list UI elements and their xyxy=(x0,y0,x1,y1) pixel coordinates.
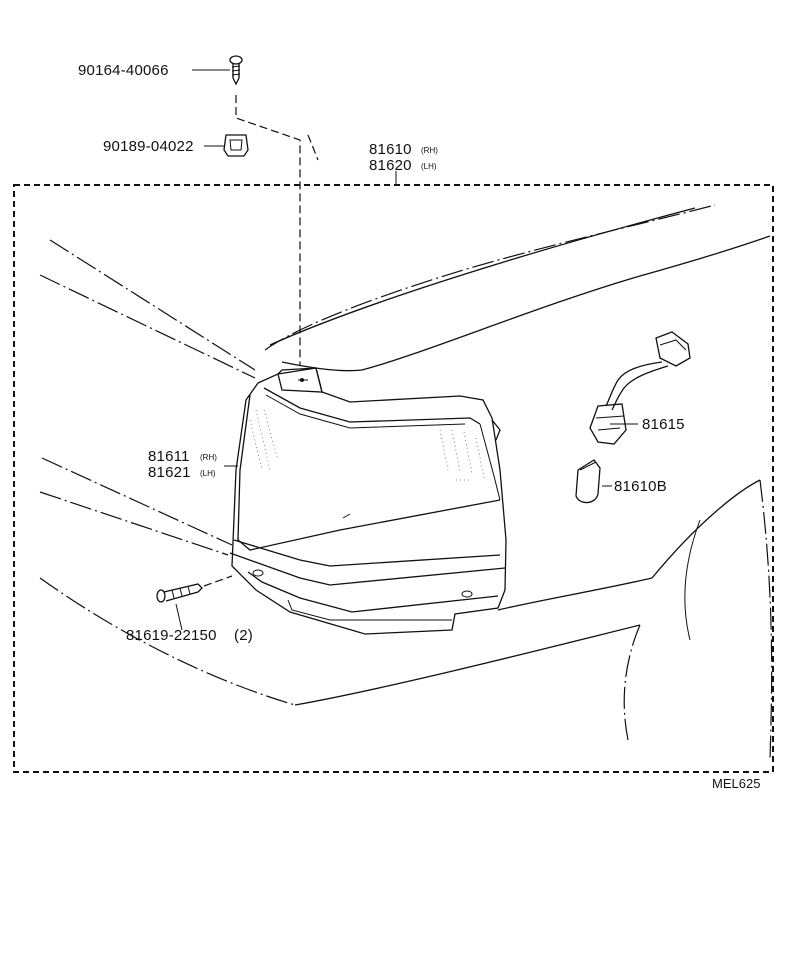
clip-drawing xyxy=(223,134,249,157)
lamp-housing-drawing xyxy=(229,367,507,635)
label-lens-rh-tag: (RH) xyxy=(200,453,217,462)
label-screw-top: 90164-40066 xyxy=(78,62,169,79)
label-lamp-assy-rh: 81610 xyxy=(369,141,412,158)
label-clip: 90189-04022 xyxy=(103,138,194,155)
label-lens-lh: 81621 xyxy=(148,464,191,481)
label-lamp-assy-lh: 81620 xyxy=(369,157,412,174)
leader-lines xyxy=(175,69,638,631)
vehicle-body-outline xyxy=(39,204,773,761)
label-screw-bottom-qty: (2) xyxy=(234,627,253,644)
diagram-code: MEL625 xyxy=(712,776,760,791)
label-lens-rh: 81611 xyxy=(148,448,190,465)
socket-drawing xyxy=(589,331,691,445)
label-screw-bottom: 81619-22150 xyxy=(126,627,217,644)
bulb-drawing xyxy=(575,459,601,504)
assembly-boundary-box xyxy=(13,184,774,773)
assembly-line-tick xyxy=(307,134,319,161)
label-lamp-assy-rh-tag: (RH) xyxy=(421,146,438,155)
screw-bottom-drawing xyxy=(156,575,233,603)
screw-top-drawing xyxy=(229,55,243,86)
label-lens-lh-tag: (LH) xyxy=(200,469,216,478)
label-socket: 81615 xyxy=(642,416,685,433)
label-lamp-assy-lh-tag: (LH) xyxy=(421,162,437,171)
label-bulb: 81610B xyxy=(614,478,667,495)
